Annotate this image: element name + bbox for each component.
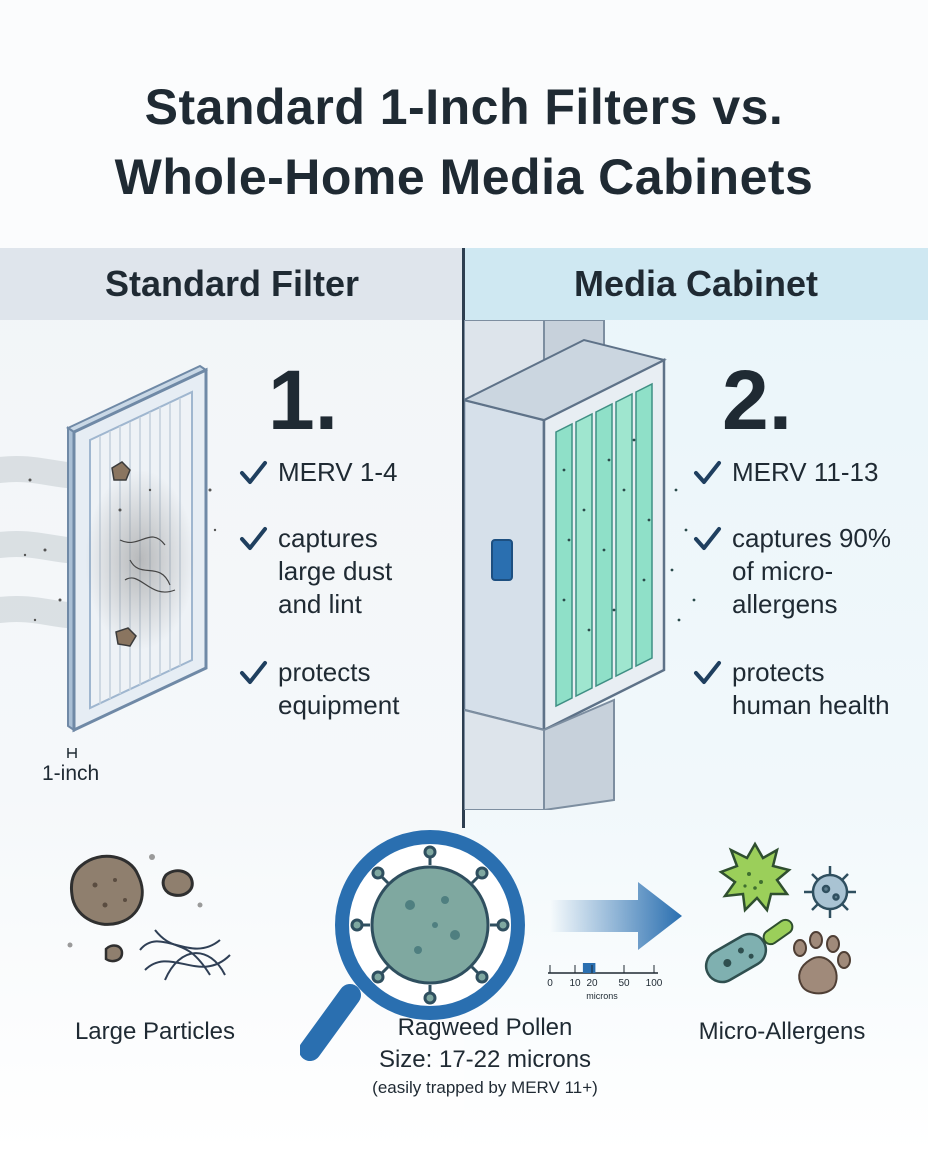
large-particles-icon	[67, 854, 231, 981]
scale-tick-label: 20	[586, 978, 598, 989]
scale-unit-label: microns	[586, 991, 618, 1001]
micro-allergens-icon	[704, 841, 856, 995]
feature-protection: protects equipment	[238, 656, 399, 722]
feature-protection: protects human health	[692, 656, 890, 722]
scale-tick-label: 10	[569, 978, 581, 989]
standard-filter-header: Standard Filter	[0, 248, 464, 320]
standard-filter-illustration	[0, 364, 217, 758]
title-line-2: Whole-Home Media Cabinets	[114, 149, 814, 205]
scale-tick-label: 100	[646, 978, 663, 989]
standard-filter-number: 1.	[268, 353, 339, 447]
feature-text: captures 90% of micro- allergens	[732, 523, 891, 619]
pollen-caption-size: Size: 17-22 microns	[378, 1046, 592, 1073]
micro-allergens-caption: Micro-Allergens	[698, 1018, 866, 1045]
pollen-caption-name: Ragweed Pollen	[397, 1014, 573, 1041]
thickness-label: 1-inch	[42, 762, 100, 785]
feature-merv-rating: MERV 11-13	[692, 456, 878, 489]
feature-text: MERV 11-13	[732, 457, 879, 487]
title-area: Standard 1-Inch Filters vs. Whole-Home M…	[0, 0, 928, 248]
scale-tick-label: 0	[547, 978, 553, 989]
pollen-caption-note: (easily trapped by MERV 11+)	[372, 1078, 598, 1097]
check-icon	[694, 661, 721, 684]
large-particles-caption: Large Particles	[74, 1018, 236, 1045]
feature-text: protects human health	[732, 657, 890, 720]
check-icon	[240, 527, 267, 550]
check-icon	[240, 461, 267, 484]
title-line-1: Standard 1-Inch Filters vs.	[144, 79, 784, 135]
check-icon	[694, 461, 721, 484]
check-icon	[240, 661, 267, 684]
media-cabinet-header: Media Cabinet	[464, 248, 928, 320]
media-cabinet-illustration	[464, 320, 696, 810]
media-cabinet-number: 2.	[722, 353, 793, 447]
feature-text: protects equipment	[278, 657, 400, 720]
arrow-right-icon	[550, 882, 682, 950]
scale-tick-label: 50	[618, 978, 630, 989]
feature-merv-rating: MERV 1-4	[238, 456, 397, 489]
feature-capture: captures 90% of micro- allergens	[692, 522, 891, 621]
feature-text: MERV 1-4	[278, 457, 398, 487]
pollen-size-highlight	[582, 963, 596, 973]
micron-scale: 0 10 20 50 100 microns	[547, 963, 663, 1001]
standard-filter-heading: Standard Filter	[104, 263, 360, 304]
check-icon	[694, 527, 721, 550]
feature-text: captures large dust and lint	[278, 523, 393, 619]
media-cabinet-heading: Media Cabinet	[573, 263, 819, 304]
feature-capture: captures large dust and lint	[238, 522, 392, 621]
magnifier-pollen-icon	[300, 830, 525, 1061]
